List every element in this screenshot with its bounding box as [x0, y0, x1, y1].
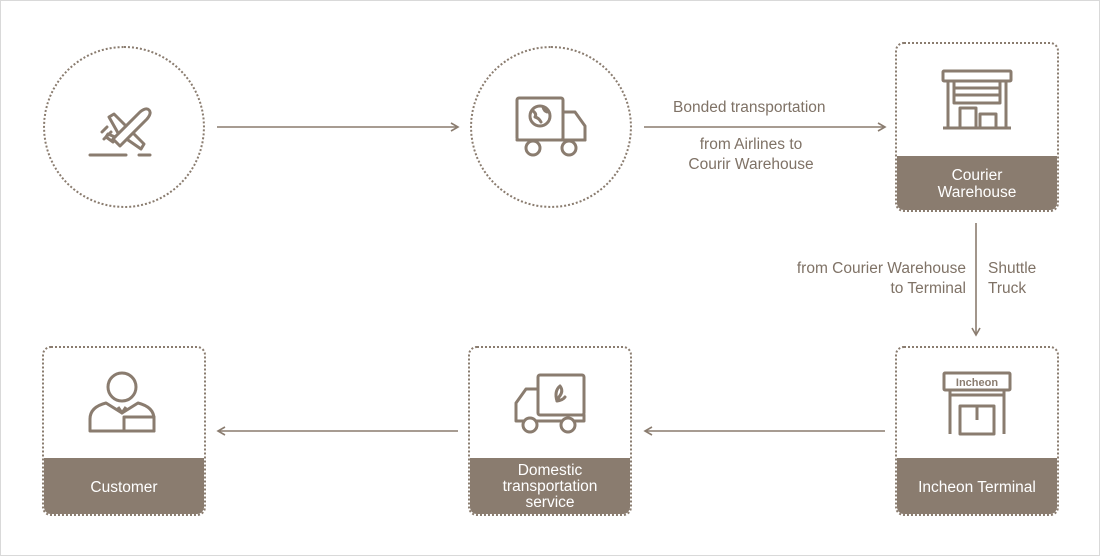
courier-warehouse-node: Courier Warehouse [895, 42, 1059, 212]
domestic-transport-node: Domestic transportation service [468, 346, 632, 516]
bonded-transport-title: Bonded transportation [673, 99, 826, 116]
domestic-transport-label: Domestic transportation service [470, 458, 630, 514]
customer-person-icon [88, 371, 156, 433]
airplane-takeoff-icon [88, 107, 152, 157]
terminal-sign-text: Incheon [956, 377, 998, 389]
customer-node: Customer [42, 346, 206, 516]
globe-truck-icon [515, 96, 587, 157]
globe-truck-node [470, 46, 632, 208]
bonded-transport-route: from Airlines to Courir Warehouse [688, 136, 814, 173]
incheon-terminal-label: Incheon Terminal [897, 458, 1057, 514]
courier-warehouse-label: Courier Warehouse [897, 156, 1057, 210]
warehouse-icon [941, 69, 1013, 130]
domestic-truck-icon [514, 373, 586, 434]
incheon-terminal-node: Incheon Incheon Terminal [895, 346, 1059, 516]
customer-label: Customer [44, 458, 204, 514]
airplane-node [43, 46, 205, 208]
shuttle-route-text: from Courier Warehouse to Terminal [796, 260, 966, 297]
shuttle-truck-title: Shuttle Truck [988, 260, 1037, 297]
terminal-building-icon: Incheon [942, 371, 1012, 436]
